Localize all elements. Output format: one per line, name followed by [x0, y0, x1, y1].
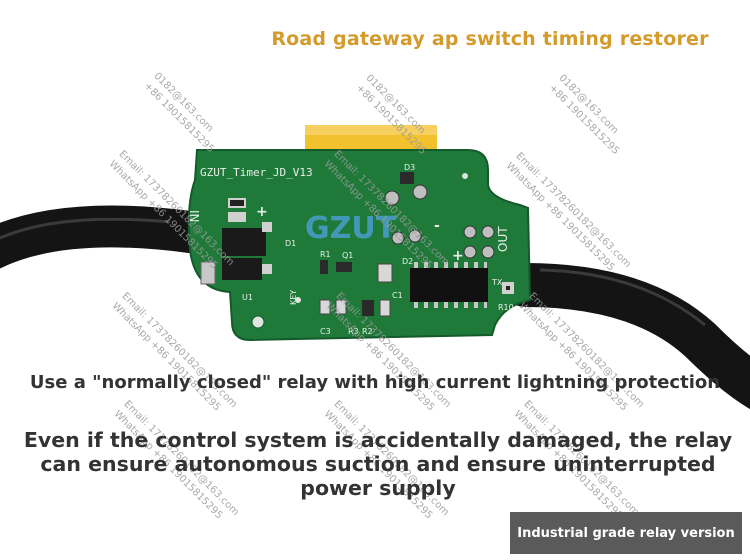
svg-text:D3: D3 — [404, 163, 415, 172]
smd-capacitor — [319, 299, 331, 315]
silkscreen-text: GZUT_Timer_JD_V13 — [200, 166, 313, 179]
solder-joint — [481, 225, 495, 239]
solder-joint — [481, 245, 495, 259]
pad-inner — [230, 200, 244, 206]
pad — [228, 212, 246, 222]
regulator-chip — [222, 258, 262, 280]
solder-joint — [384, 190, 400, 206]
svg-text:R2: R2 — [362, 327, 373, 336]
component-labels: D1 D2 D3 U1 R1 R2 R3 Q1 C3 C1 TX R10 KEY — [242, 163, 514, 336]
svg-text:D2: D2 — [402, 257, 413, 266]
resistor — [320, 260, 328, 274]
cable-right — [503, 263, 750, 410]
label-in: IN — [187, 210, 201, 223]
solder-joint — [463, 245, 477, 259]
svg-text:Q1: Q1 — [342, 251, 353, 260]
svg-text:-: - — [434, 218, 440, 234]
capacitor — [200, 261, 216, 285]
solder-joint — [412, 184, 428, 200]
pad — [262, 264, 272, 274]
svg-text:C3: C3 — [320, 327, 331, 336]
version-badge: Industrial grade relay version — [510, 512, 742, 554]
solder-joint — [391, 231, 405, 245]
smd-capacitor — [379, 299, 391, 317]
smd-capacitor — [377, 263, 393, 283]
caption-relay-protection: Use a "normally closed" relay with high … — [29, 372, 721, 393]
page-title: Road gateway ap switch timing restorer — [271, 28, 709, 50]
polarity-marks: + - + — [256, 204, 464, 264]
label-out: OUT — [496, 226, 510, 252]
mount-hole — [251, 315, 265, 329]
svg-text:D1: D1 — [285, 239, 296, 248]
via — [462, 173, 468, 179]
svg-text:R10: R10 — [498, 303, 514, 312]
cable-right-highlight — [539, 268, 706, 327]
svg-text:+: + — [452, 248, 464, 264]
pad-inner — [506, 286, 510, 290]
pad — [262, 222, 272, 232]
svg-text:TX: TX — [491, 278, 503, 287]
smd-capacitor — [335, 299, 347, 315]
diode — [400, 172, 414, 184]
solder-joint — [463, 225, 477, 239]
svg-text:U1: U1 — [242, 293, 253, 302]
solder-joint — [408, 229, 422, 243]
svg-text:KEY: KEY — [289, 290, 298, 305]
svg-text:C1: C1 — [392, 291, 403, 300]
cable-left — [0, 205, 211, 269]
caption-autonomous-suction: Even if the control system is accidental… — [23, 428, 733, 500]
resistor — [362, 300, 374, 316]
relay-top — [305, 125, 437, 135]
via — [295, 297, 301, 303]
ic-chip — [410, 268, 488, 302]
svg-text:+: + — [256, 204, 268, 220]
mosfet — [222, 228, 266, 256]
cable-left-highlight — [0, 217, 171, 240]
svg-text:R1: R1 — [320, 250, 331, 259]
svg-text:R3: R3 — [348, 327, 359, 336]
transistor — [336, 262, 352, 272]
logo-text: GZUT — [305, 211, 397, 246]
ic-pins — [414, 262, 487, 308]
